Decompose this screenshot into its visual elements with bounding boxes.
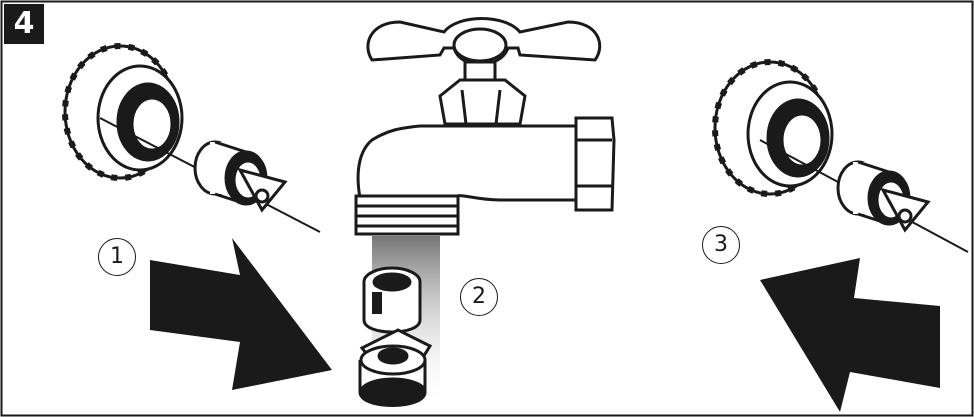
filter-screen-right bbox=[838, 162, 928, 230]
callout-1: 1 bbox=[98, 238, 136, 276]
install-arrow bbox=[760, 258, 940, 412]
faucet bbox=[356, 19, 614, 235]
filter-screen-left bbox=[195, 142, 285, 210]
washer-flushed bbox=[360, 330, 430, 406]
filter-screen-flushed bbox=[364, 268, 420, 332]
callout-3: 3 bbox=[702, 226, 740, 264]
hose-coupling-right bbox=[715, 62, 968, 252]
hose-coupling-left bbox=[65, 46, 320, 232]
step-number-badge: 4 bbox=[4, 4, 44, 44]
remove-arrow bbox=[150, 238, 332, 390]
callout-2: 2 bbox=[460, 278, 498, 316]
